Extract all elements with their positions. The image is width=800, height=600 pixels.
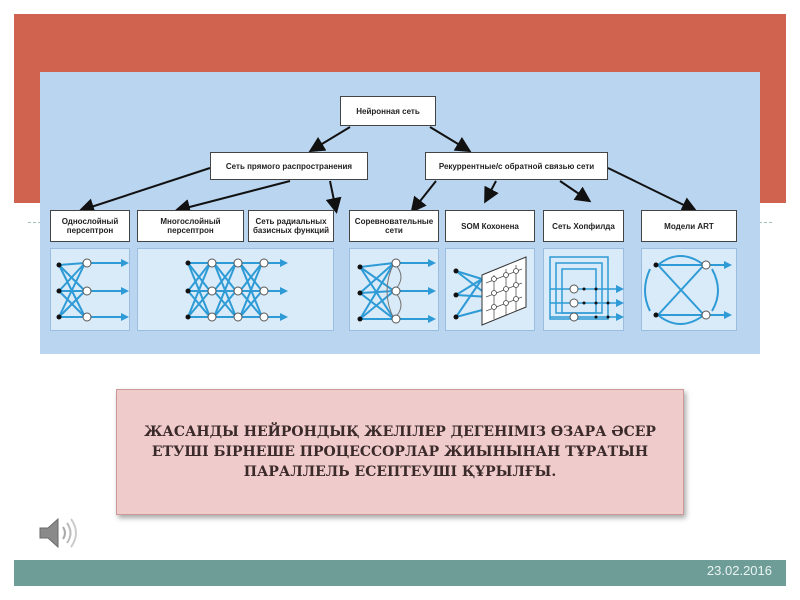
leaf-rbf-network: Сеть радиальных базисных функций: [248, 210, 334, 242]
speaker-icon[interactable]: [36, 515, 80, 551]
hopfield-net-graphic: [549, 256, 624, 322]
node-recurrent: Рекуррентные/с обратной связью сети: [425, 152, 608, 180]
panel-art: [641, 248, 737, 331]
competitive-net-graphic: [357, 258, 436, 324]
leaf-competitive-networks: Соревновательные сети: [349, 210, 439, 242]
definition-text: ЖАСАНДЫ НЕЙРОНДЫҚ ЖЕЛІЛЕР ДЕГЕНІМІЗ ӨЗАР…: [144, 424, 656, 480]
diagram-arrows: [78, 126, 698, 215]
definition-textbox: ЖАСАНДЫ НЕЙРОНДЫҚ ЖЕЛІЛЕР ДЕГЕНІМІЗ ӨЗАР…: [116, 389, 684, 515]
leaf-multilayer-perceptron: Многослойный персептрон: [137, 210, 244, 242]
art-net-graphic: [644, 255, 732, 325]
speaker-icon-graphic: [39, 517, 77, 549]
arrow-to-leaf-6: [559, 180, 592, 203]
panel-competitive: [349, 248, 439, 331]
leaf-hopfield-network: Сеть Хопфилда: [543, 210, 624, 242]
arrow-to-leaf-5: [484, 180, 499, 204]
panel-som: [445, 248, 535, 331]
multilayer-net-graphic: [185, 258, 288, 322]
panel-hopfield: [543, 248, 624, 331]
leaf-art-models: Модели ART: [641, 210, 737, 242]
single-layer-net-graphic: [56, 258, 129, 322]
neural-network-taxonomy-diagram: Нейронная сеть Сеть прямого распростране…: [40, 72, 760, 354]
footer-band: [14, 560, 786, 586]
panel-multilayer: [137, 248, 334, 331]
som-net-graphic: [453, 256, 527, 326]
leaf-som-kohonen: SOM Кохонена: [445, 210, 535, 242]
arrow-to-leaf-1: [78, 167, 211, 214]
panel-single-layer: [50, 248, 130, 331]
node-root: Нейронная сеть: [340, 96, 436, 126]
arrow-root-to-feedforward: [308, 126, 351, 153]
arrow-to-leaf-3: [325, 180, 342, 214]
arrow-root-to-recurrent: [429, 126, 472, 153]
slide-date: 23.02.2016: [706, 563, 772, 578]
arrow-to-leaf-2: [174, 180, 291, 215]
arrow-to-leaf-7: [607, 167, 698, 212]
node-feedforward: Сеть прямого распространения: [210, 152, 368, 180]
arrow-to-leaf-4: [410, 180, 437, 214]
leaf-single-layer-perceptron: Однослойный персептрон: [50, 210, 130, 242]
